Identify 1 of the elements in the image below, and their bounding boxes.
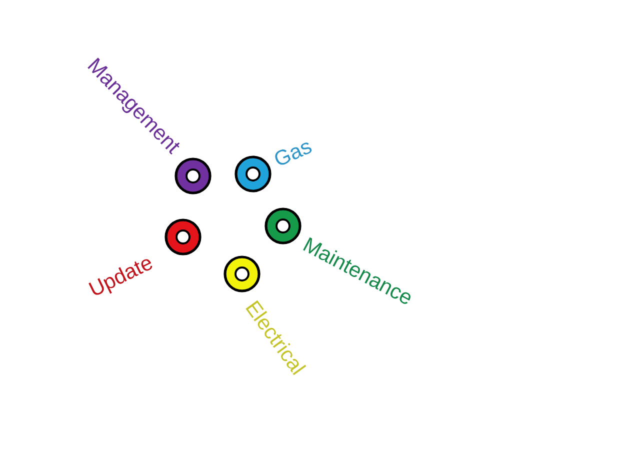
marker-label: Gas [275, 142, 312, 165]
